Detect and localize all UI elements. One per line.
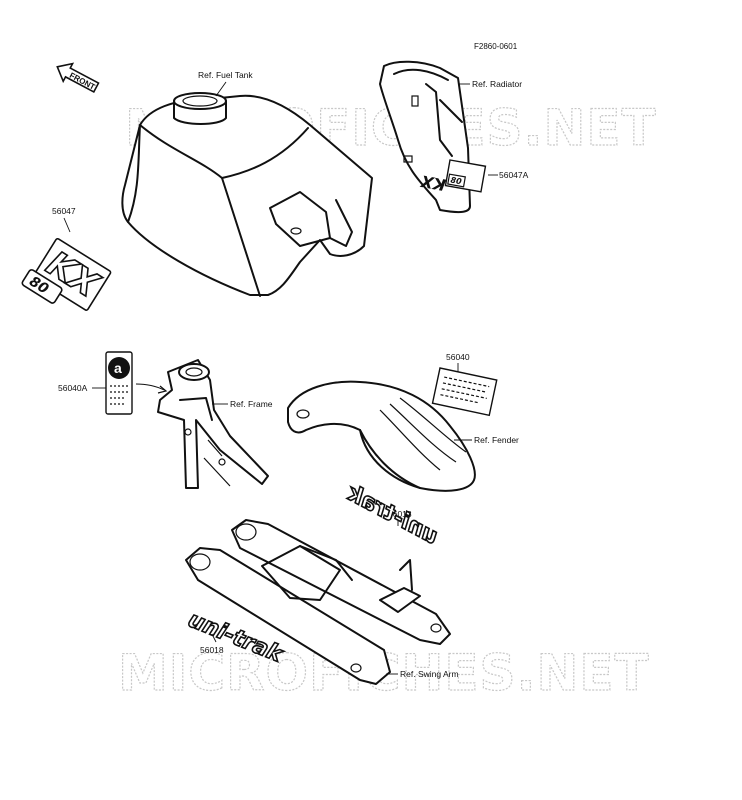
a-decal-56040A: a bbox=[105, 351, 133, 415]
front-arrow-icon: FRONT bbox=[56, 62, 100, 93]
warning-decal-56040 bbox=[431, 367, 498, 417]
fender-drawing bbox=[287, 380, 476, 492]
label-ref-radiator: Ref. Radiator bbox=[472, 79, 522, 89]
kx-shroud-decal-text: KX bbox=[419, 171, 447, 194]
label-ref-swing-arm: Ref. Swing Arm bbox=[400, 669, 459, 679]
part-number-56040: 56040 bbox=[446, 352, 470, 362]
a-decal-text: a bbox=[114, 360, 122, 376]
part-number-56047A: 56047A bbox=[499, 170, 529, 180]
part-number-56047: 56047 bbox=[52, 206, 76, 216]
frame-drawing bbox=[157, 359, 269, 489]
swing-arm-drawing bbox=[185, 519, 451, 685]
uni-trak-mirror-decal: uni-trak bbox=[341, 480, 443, 551]
part-number-56018-bottom: 56018 bbox=[200, 645, 224, 655]
part-number-56018-top: 56018 bbox=[388, 509, 412, 519]
kx-shroud-model-text: 80 bbox=[450, 175, 463, 186]
label-ref-frame: Ref. Frame bbox=[230, 399, 273, 409]
kx-80-decal: KX 80 bbox=[21, 237, 112, 311]
label-ref-fender: Ref. Fender bbox=[474, 435, 519, 445]
kx-80-shroud-decal: KX 80 bbox=[419, 159, 487, 194]
uni-trak-mirror-text: uni-trak bbox=[342, 481, 442, 550]
figure-code: F2860-0601 bbox=[474, 42, 518, 51]
fuel-tank-drawing bbox=[121, 92, 373, 297]
part-number-56040A: 56040A bbox=[58, 383, 88, 393]
label-ref-fuel-tank: Ref. Fuel Tank bbox=[198, 70, 253, 80]
